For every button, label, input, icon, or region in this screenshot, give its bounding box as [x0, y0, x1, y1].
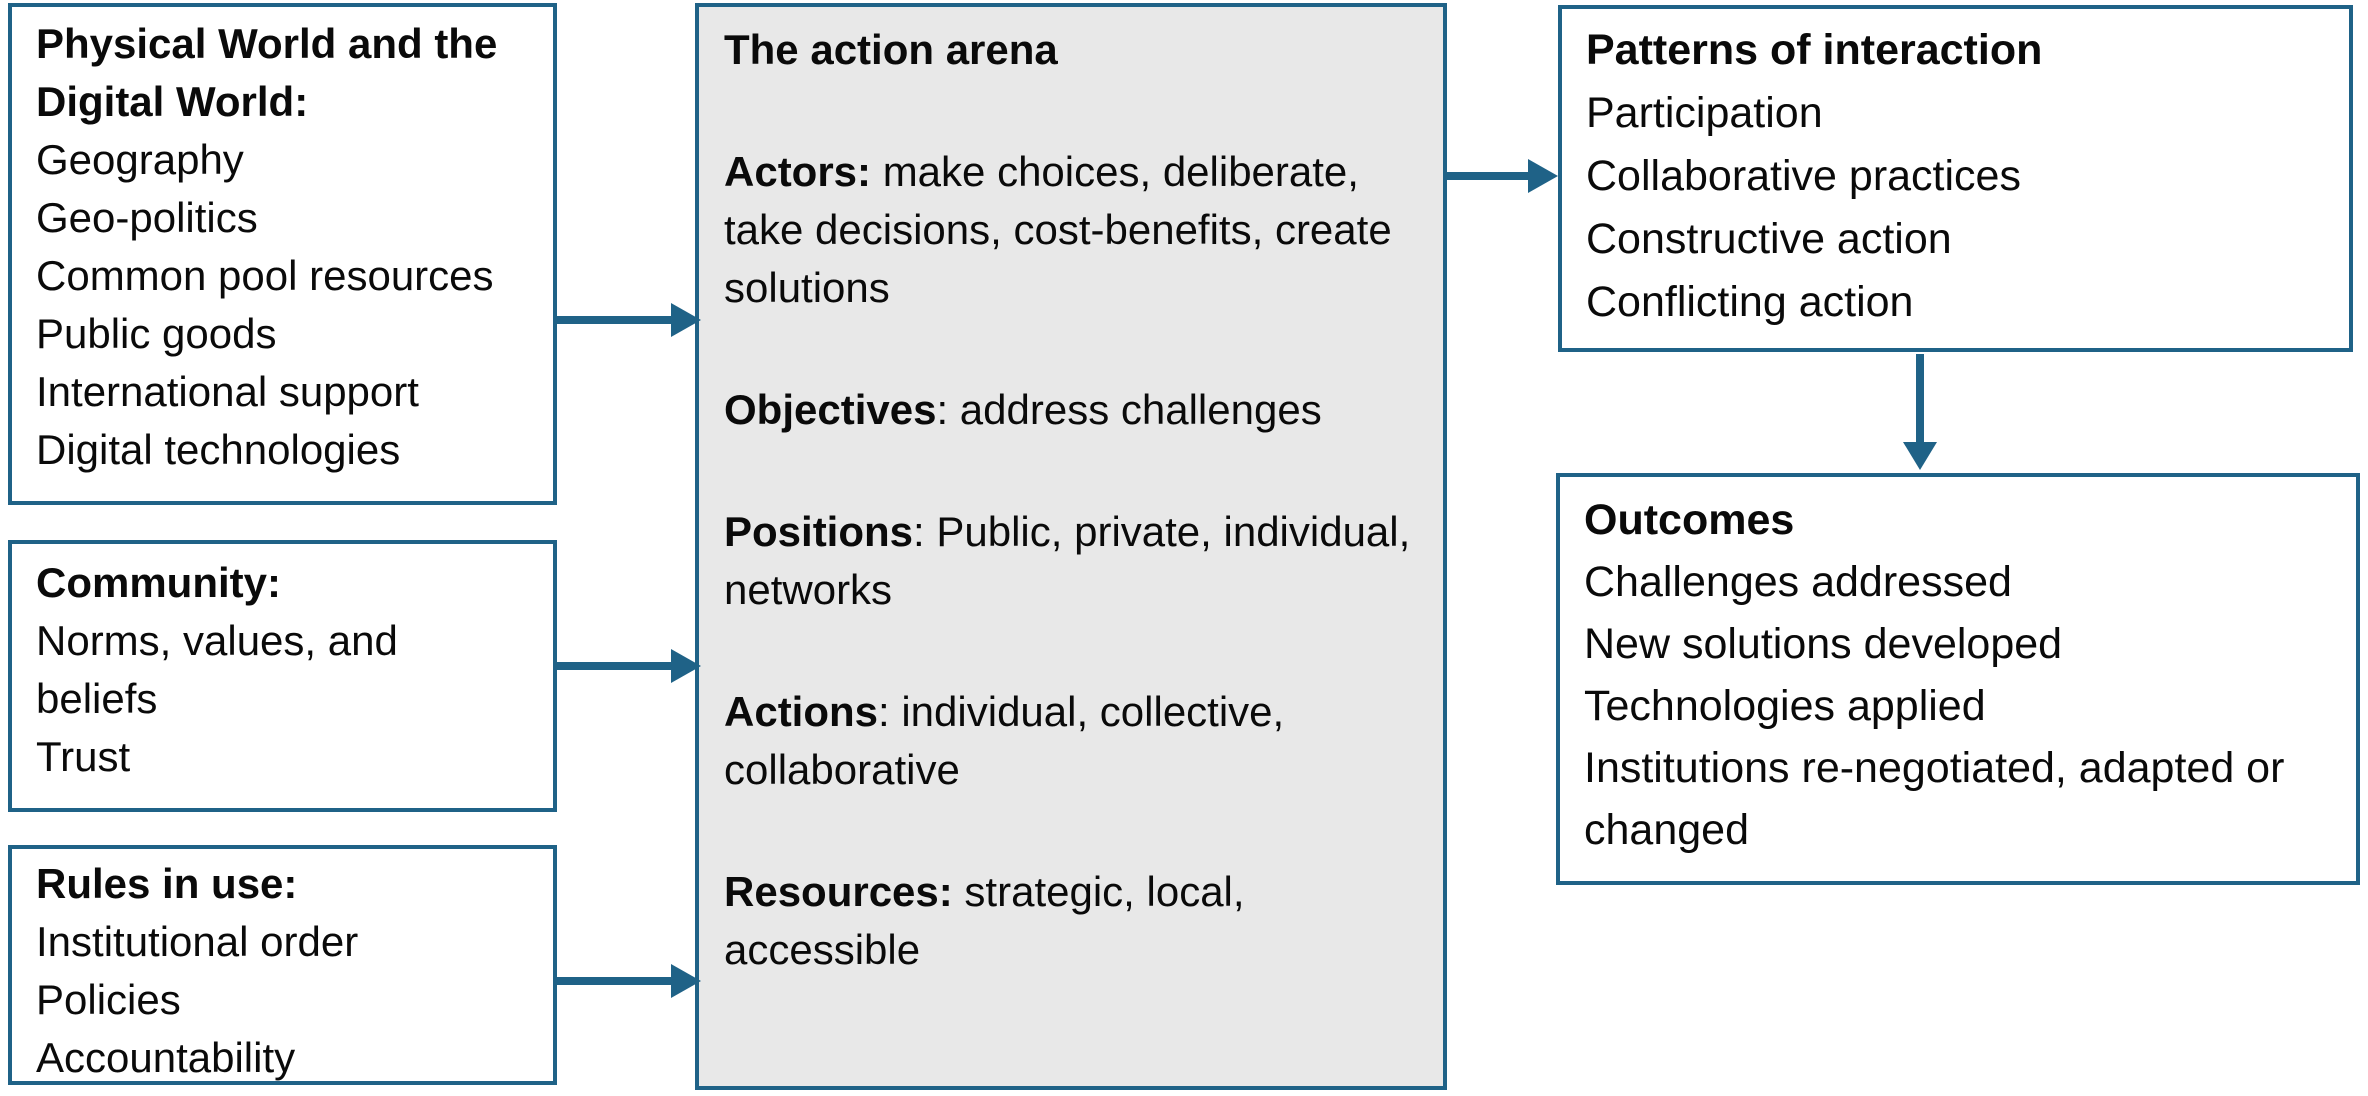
- list-item: Challenges addressed: [1584, 558, 2012, 606]
- arrow-shaft: [557, 977, 673, 985]
- section-label: Positions: [724, 508, 914, 555]
- arrow-shaft: [557, 316, 673, 324]
- list-item: Participation: [1586, 89, 1823, 137]
- box-community: Community: Norms, values, and beliefs Tr…: [8, 540, 557, 812]
- list-item: Norms, values, and beliefs: [36, 617, 398, 722]
- arrow-head-right-icon: [1528, 159, 1558, 193]
- list-item: Technologies applied: [1584, 682, 1986, 730]
- section-label: Objectives: [724, 386, 937, 433]
- box-patterns-of-interaction: Patterns of interaction Participation Co…: [1558, 5, 2353, 352]
- list-item: Institutional order: [36, 918, 359, 965]
- section-text: : individual, collective, collaborative: [724, 688, 1285, 793]
- list-item: Public goods: [36, 310, 277, 357]
- list-item: Institutions re-negotiated, adapted or c…: [1584, 744, 2285, 854]
- box-outcomes: Outcomes Challenges addressed New soluti…: [1556, 473, 2360, 885]
- arrow-head-right-icon: [671, 964, 701, 998]
- arena-section-objectives: Objectives: address challenges: [724, 381, 1435, 439]
- box-physical-digital-world: Physical World and the Digital World: Ge…: [8, 3, 557, 505]
- arena-section-resources: Resources: strategic, local, accessible: [724, 863, 1435, 979]
- section-label: Actors:: [724, 148, 872, 195]
- box-title: The action arena: [724, 26, 1058, 73]
- arrow-head-right-icon: [671, 649, 701, 683]
- list-item: Digital technologies: [36, 426, 401, 473]
- box-title: Community:: [36, 559, 281, 606]
- arena-section-actions: Actions: individual, collective, collabo…: [724, 683, 1435, 799]
- box-title: Physical World and the Digital World:: [36, 20, 498, 125]
- list-item: Policies: [36, 976, 181, 1023]
- box-title: Rules in use:: [36, 860, 298, 907]
- list-item: Geography: [36, 136, 244, 183]
- box-title: Outcomes: [1584, 496, 1795, 544]
- list-item: Geo-politics: [36, 194, 258, 241]
- arrow-shaft: [557, 662, 673, 670]
- list-item: Conflicting action: [1586, 278, 1914, 326]
- box-action-arena: The action arena Actors: make choices, d…: [695, 3, 1447, 1090]
- section-text: : address challenges: [936, 386, 1322, 433]
- section-text: strategic, local, accessible: [724, 868, 1245, 973]
- arrow-head-right-icon: [671, 303, 701, 337]
- arena-section-positions: Positions: Public, private, individual, …: [724, 503, 1435, 619]
- box-title: Patterns of interaction: [1586, 26, 2043, 74]
- arena-section-actors: Actors: make choices, deliberate, take d…: [724, 143, 1435, 317]
- box-rules-in-use: Rules in use: Institutional order Polici…: [8, 845, 557, 1085]
- arrow-shaft: [1447, 172, 1531, 180]
- list-item: Trust: [36, 733, 131, 780]
- list-item: Accountability: [36, 1034, 296, 1081]
- list-item: Common pool resources: [36, 252, 494, 299]
- list-item: Collaborative practices: [1586, 152, 2021, 200]
- section-label: Actions: [724, 688, 879, 735]
- list-item: International support: [36, 368, 419, 415]
- list-item: Constructive action: [1586, 215, 1952, 263]
- section-text: : Public, private, individual, networks: [724, 508, 1411, 613]
- section-text: make choices, deliberate, take decisions…: [724, 148, 1392, 311]
- arrow-head-down-icon: [1903, 442, 1937, 470]
- list-item: New solutions developed: [1584, 620, 2063, 668]
- section-label: Resources:: [724, 868, 953, 915]
- arrow-shaft: [1916, 354, 1924, 444]
